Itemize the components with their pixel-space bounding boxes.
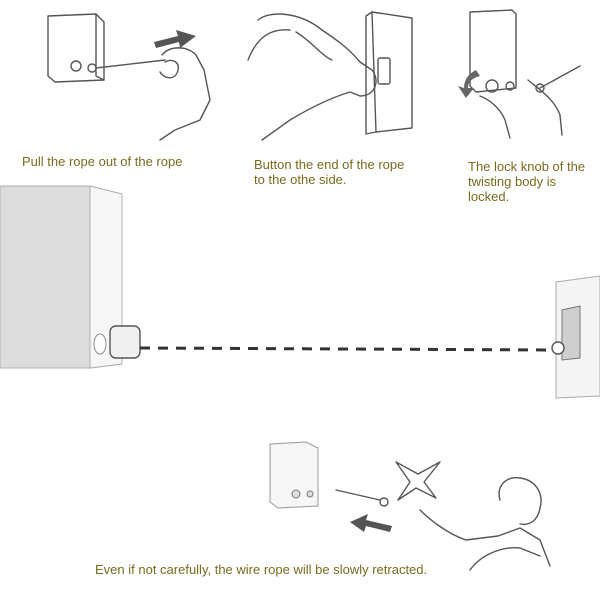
rope-line (95, 59, 166, 69)
step3-caption: The lock knob of the twisting body is lo… (468, 159, 586, 204)
arrow-left-icon (350, 514, 392, 532)
small-reel-box (269, 441, 319, 509)
wall-plate-edge (365, 11, 377, 135)
wall-hook-ring (551, 341, 565, 355)
step1-illustration (47, 13, 211, 141)
footer-caption: Even if not carefully, the wire rope wil… (95, 562, 428, 577)
arrow-right-icon (154, 30, 196, 48)
burst-icon (395, 461, 441, 501)
hand-fingers (159, 59, 179, 79)
hand-thumb (247, 29, 291, 61)
rope-end (379, 497, 389, 507)
rope-line (539, 65, 581, 89)
reel-knob (70, 60, 82, 72)
person-body (469, 547, 541, 571)
hook-button (377, 57, 391, 85)
step2-illustration (247, 11, 413, 141)
rope-end (535, 83, 545, 93)
reel-box (469, 9, 517, 93)
person-icon (498, 477, 542, 526)
step2-caption: Button the end of the rope to the othe s… (254, 157, 405, 187)
person-arm (419, 509, 551, 567)
retraction-illustration (269, 441, 551, 571)
step1-caption: Pull the rope out of the rope (22, 154, 183, 169)
hand-icon (159, 47, 211, 141)
lock-knob (485, 79, 499, 93)
dashed-rope (139, 346, 553, 352)
hand-icon (257, 13, 377, 141)
rope-outlet (93, 333, 107, 355)
small-reel-outlet (306, 490, 314, 498)
arrow-curved-icon (458, 70, 480, 98)
step3-illustration (458, 9, 581, 139)
hand-icon-2 (527, 79, 563, 136)
wall-hook (561, 305, 581, 361)
small-reel-knob (291, 489, 301, 499)
installed-illustration (0, 185, 600, 399)
lock-knob-cylinder (109, 325, 141, 359)
hand-icon (479, 95, 511, 139)
hand-finger (295, 31, 333, 61)
wall-plate (371, 11, 413, 133)
large-reel-box-side (89, 185, 123, 369)
retracting-rope (335, 489, 381, 501)
reel-outlet (87, 63, 97, 73)
reel-box-edge (95, 13, 105, 81)
reel-outlet (505, 81, 515, 91)
